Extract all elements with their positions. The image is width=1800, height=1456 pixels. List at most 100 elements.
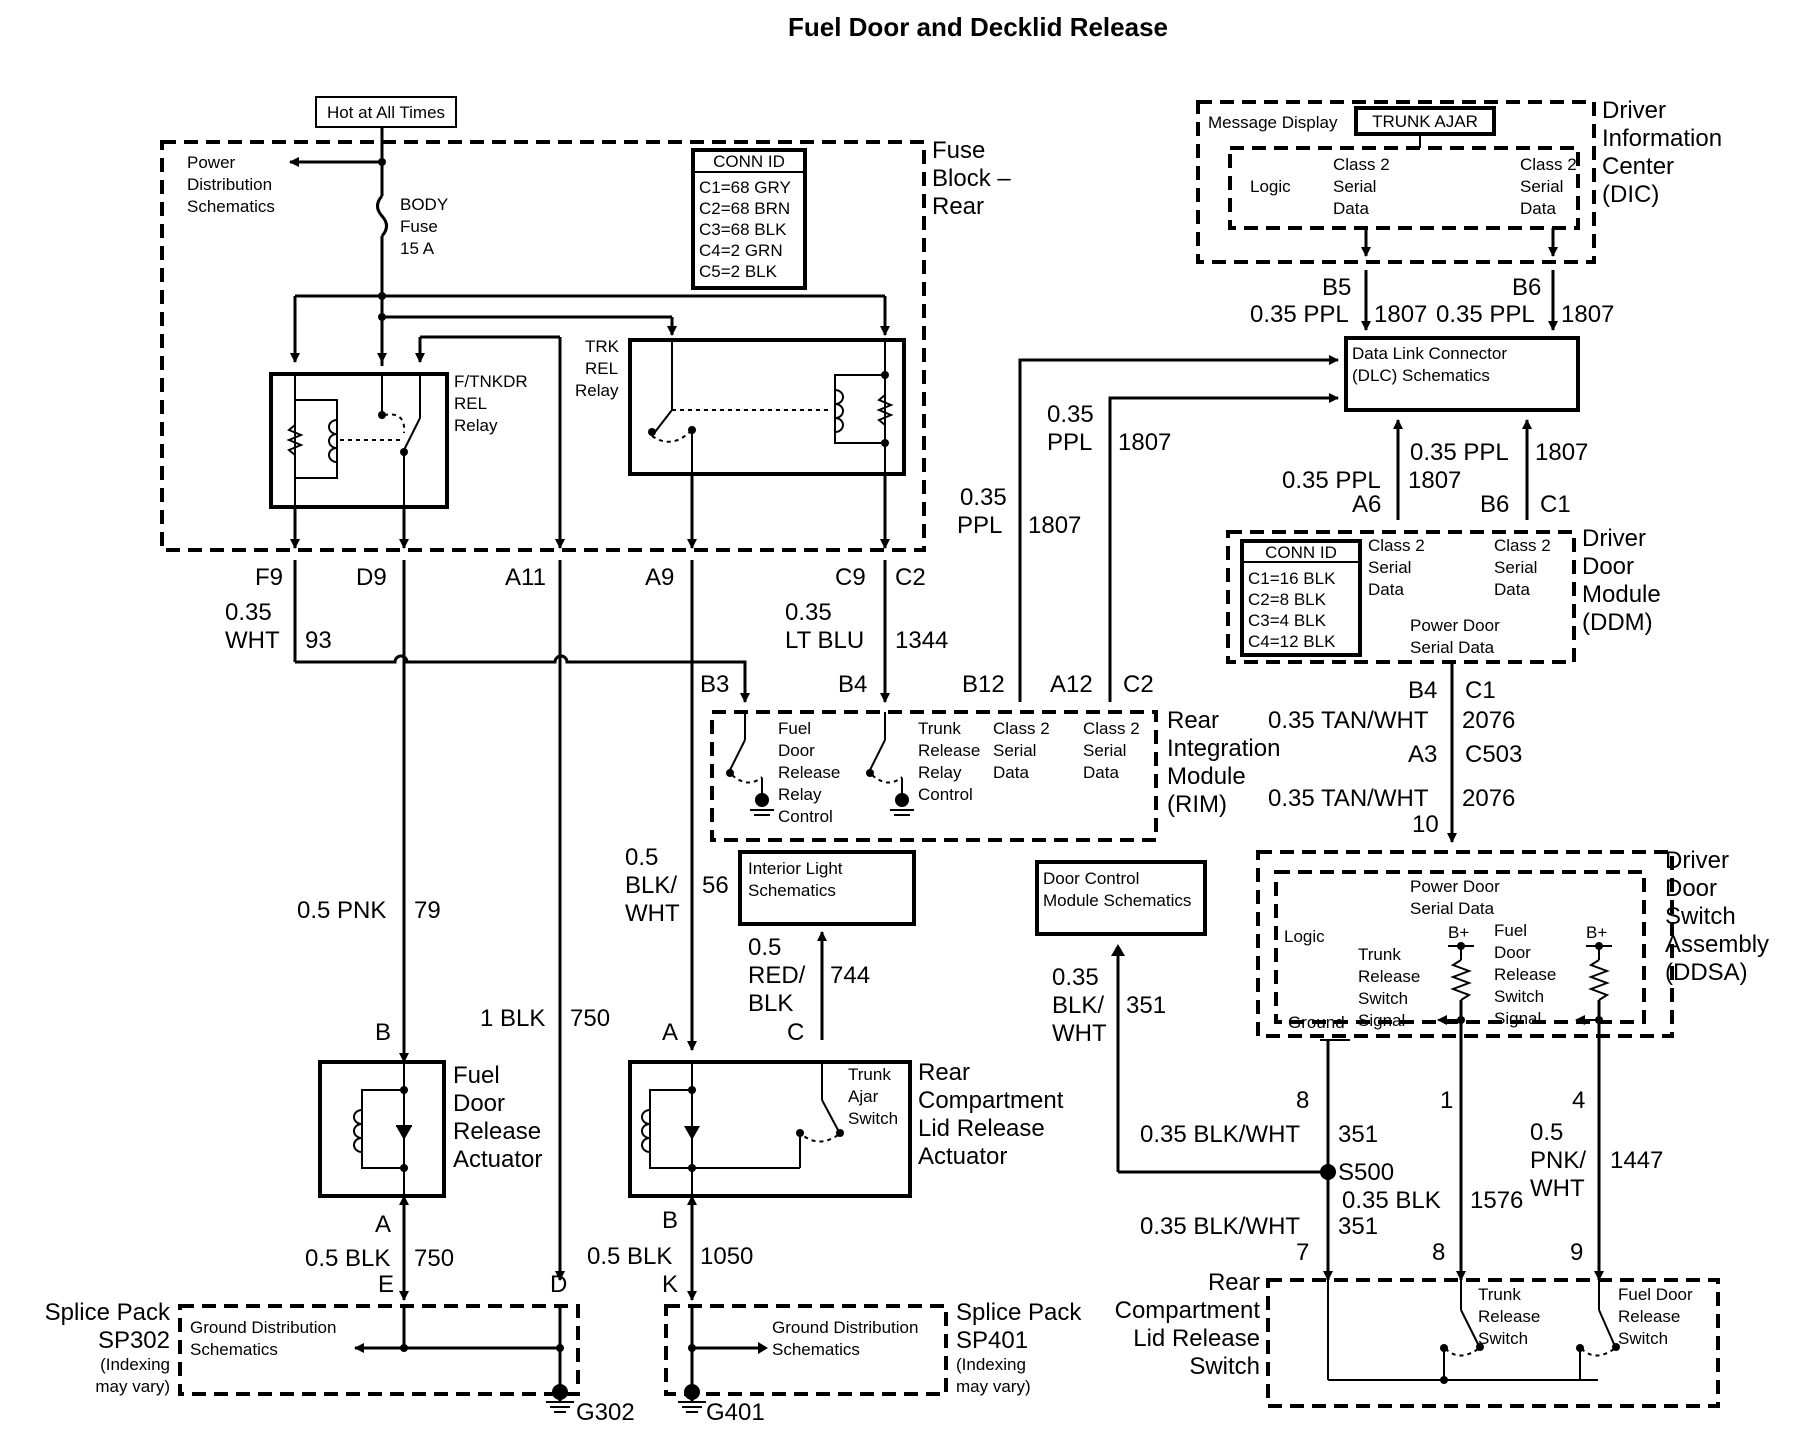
rear-actuator-pin-c: C [787, 1019, 804, 1046]
rim-trunk-ctrl-3: Relay [918, 763, 962, 782]
w351-circuit: 351 [1126, 992, 1166, 1019]
ftnkdr-relay-label-2: REL [454, 394, 487, 413]
rim-fuel-ctrl-1: Fuel [778, 719, 811, 738]
rear-actuator-box [628, 1060, 912, 1198]
sp302-outline [178, 1304, 580, 1396]
ddm-wire-a6-circuit: 1807 [1408, 467, 1461, 494]
rim-class2b-1: Class 2 [1083, 719, 1140, 738]
ddsa-bplus-1: B+ [1448, 923, 1469, 942]
fuel-actuator-pin-a: A [375, 1211, 391, 1238]
rim-pin-c2: C2 [1123, 671, 1154, 698]
w1807b-circuit: 1807 [1118, 429, 1171, 456]
w93-gauge: 0.35 [225, 599, 272, 626]
rim-fuel-ctrl-2: Door [778, 741, 815, 760]
power-dist-2: Distribution [187, 175, 272, 194]
lid-switch-trunk-3: Switch [1478, 1329, 1528, 1348]
ddsa-pin-8: 8 [1296, 1087, 1309, 1114]
fuse-conn-row-1: C1=68 GRY [699, 178, 791, 197]
rear-actuator-name-3: Lid Release [918, 1115, 1045, 1142]
lid-switch-fuel-1: Fuel Door [1618, 1285, 1693, 1304]
fuel-actuator-name-1: Fuel [453, 1062, 500, 1089]
lid-switch-fuel-2: Release [1618, 1307, 1680, 1326]
w750b-label: 0.5 BLK [305, 1245, 390, 1272]
dic-class2-right-3: Data [1520, 199, 1556, 218]
pin-f9: F9 [255, 564, 283, 591]
ddsa-name-1: Driver [1665, 847, 1729, 874]
ddm-conn-row-2: C2=8 BLK [1248, 590, 1327, 609]
w1447-circuit: 1447 [1610, 1147, 1663, 1174]
rim-trunk-ctrl-2: Release [918, 741, 980, 760]
rear-compartment-lid-release-actuator: A C Trunk Ajar Switch Rear Compartment L… [587, 1019, 1064, 1301]
fuse-conn-row-4: C4=2 GRN [699, 241, 783, 260]
ddsa-fuel-signal-5: Signal [1494, 1009, 1541, 1028]
ddm-power-door-2: Serial Data [1410, 638, 1495, 657]
rim-class2a-2: Serial [993, 741, 1036, 760]
ftnkdr-relay-box [269, 372, 449, 509]
ddm-class2-right-2: Serial [1494, 558, 1537, 577]
sp401-name-1: Splice Pack [956, 1299, 1082, 1326]
dic-logic: Logic [1250, 177, 1291, 196]
lid-switch-name-4: Switch [1189, 1353, 1260, 1380]
door-control-label-2: Module Schematics [1043, 891, 1191, 910]
rim-pin-a12: A12 [1050, 671, 1093, 698]
rim-class2a-1: Class 2 [993, 719, 1050, 738]
splice-pack-sp302: D Ground Distribution Schematics Splice … [45, 1271, 635, 1426]
w351b-label: 0.35 BLK/WHT [1140, 1213, 1300, 1240]
rim-name-2: Integration [1167, 735, 1280, 762]
lid-switch-outline [1266, 1278, 1720, 1408]
w1447-color-2: WHT [1530, 1175, 1585, 1202]
ddsa-fuel-signal-2: Door [1494, 943, 1531, 962]
w93-circuit: 93 [305, 627, 332, 654]
w2076b-circuit: 2076 [1462, 785, 1515, 812]
dic-wire-b6: 0.35 PPL [1436, 301, 1535, 328]
w1050-label: 0.5 BLK [587, 1243, 672, 1270]
dic-pin-b5: B5 [1322, 274, 1351, 301]
ddm-wire-b6-circuit: 1807 [1535, 439, 1588, 466]
rear-actuator-name-2: Compartment [918, 1087, 1064, 1114]
ddm-class2-left-1: Class 2 [1368, 536, 1425, 555]
rim-outline [710, 710, 1158, 842]
data-link-connector: Data Link Connector (DLC) Schematics [1344, 336, 1580, 412]
lid-switch-name-3: Lid Release [1133, 1325, 1260, 1352]
rear-compartment-lid-release-switch: Trunk Release Switch Fuel Door Release S… [1115, 1269, 1720, 1408]
ddm-conn-id-table [1240, 539, 1362, 657]
dic-class2-left-2: Serial [1333, 177, 1376, 196]
lid-switch-fuel-3: Switch [1618, 1329, 1668, 1348]
w744-gauge: 0.5 [748, 934, 781, 961]
w79-circuit: 79 [414, 897, 441, 924]
ddsa-name-5: (DDSA) [1665, 959, 1748, 986]
w1447-color-1: PNK/ [1530, 1147, 1586, 1174]
splice-s500: S500 [1338, 1159, 1394, 1186]
door-control-module-schematics: Door Control Module Schematics 0.35 BLK/… [1035, 860, 1207, 1172]
c503-pin: A3 [1408, 741, 1437, 768]
dlc-box [1344, 336, 1580, 412]
ddm-name-2: Door [1582, 553, 1634, 580]
fuse-symbol [376, 194, 388, 238]
w351a-label: 0.35 BLK/WHT [1140, 1121, 1300, 1148]
rim-fuel-ctrl-3: Release [778, 763, 840, 782]
ddm-class2-left-3: Data [1368, 580, 1404, 599]
rear-actuator-pin-b: B [662, 1207, 678, 1234]
fuse-conn-row-3: C3=68 BLK [699, 220, 787, 239]
fuse-block-name-3: Rear [932, 193, 984, 220]
ddm-wire-b6: 0.35 PPL [1410, 439, 1509, 466]
rim-pin-b12: B12 [962, 671, 1005, 698]
power-dist-3: Schematics [187, 197, 275, 216]
dic-name-3: Center [1602, 153, 1674, 180]
w351a-circuit: 351 [1338, 1121, 1378, 1148]
rim-trunk-ctrl-4: Control [918, 785, 973, 804]
ground-g302: G302 [576, 1399, 635, 1426]
sp302-ground-dist-2: Schematics [190, 1340, 278, 1359]
w1447-gauge: 0.5 [1530, 1119, 1563, 1146]
lid-switch-trunk-1: Trunk [1478, 1285, 1521, 1304]
w351-color-1: BLK/ [1052, 992, 1104, 1019]
dic-pin-b6: B6 [1512, 274, 1541, 301]
rim-class2b-2: Serial [1083, 741, 1126, 760]
ddsa-bplus-2: B+ [1586, 923, 1607, 942]
door-control-label-1: Door Control [1043, 869, 1139, 888]
switch-pin-7: 7 [1296, 1239, 1309, 1266]
w1807b-color: PPL [1047, 429, 1092, 456]
fuse-block-name-2: Block – [932, 165, 1011, 192]
w1807a-circuit: 1807 [1028, 512, 1081, 539]
switch-pin-8: 8 [1432, 1239, 1445, 1266]
